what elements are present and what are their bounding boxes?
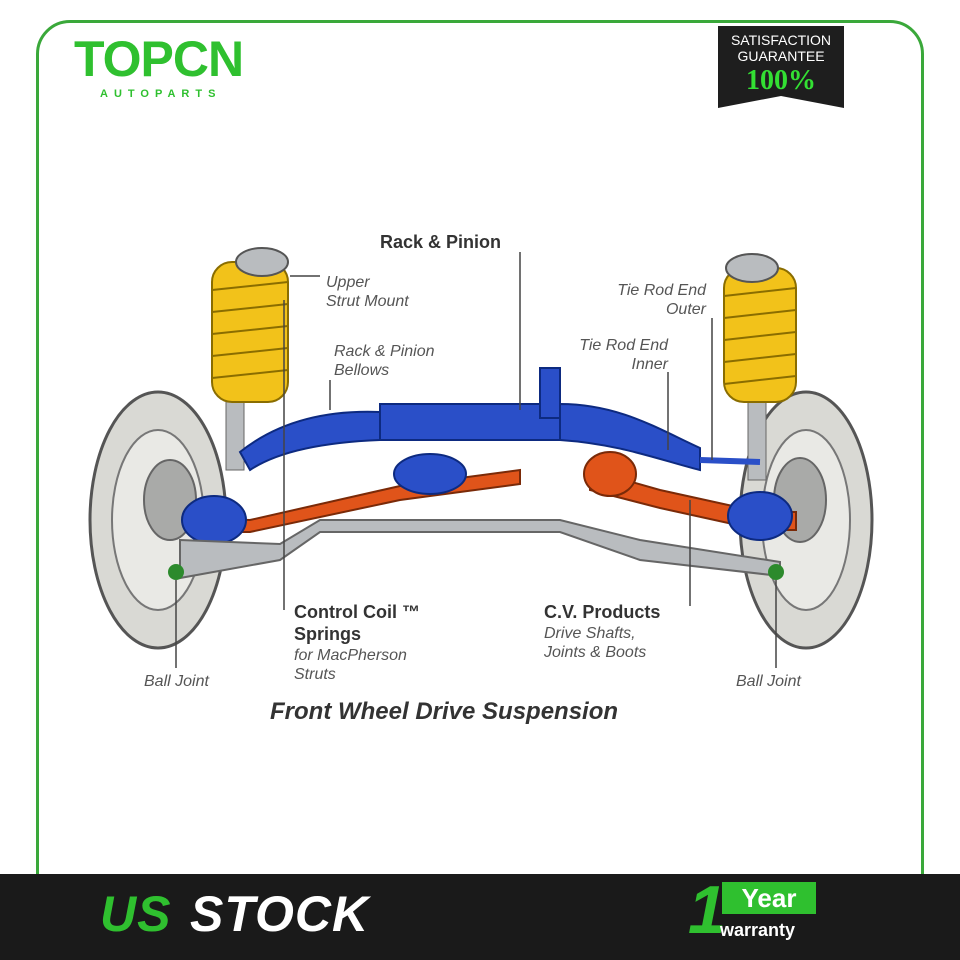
badge-percent: 100% — [746, 65, 816, 96]
label-ball-joint-left: Ball Joint — [144, 673, 209, 690]
brand-logo: TOPCN AUTOPARTS — [74, 34, 264, 104]
badge-line-1: SATISFACTION — [730, 32, 832, 48]
label-tie-outer-2: Outer — [665, 301, 706, 318]
warranty-number: 1 — [688, 872, 726, 948]
footer-us-text: US — [100, 886, 172, 942]
label-upper-strut-2: Strut Mount — [326, 293, 409, 310]
logo-subtitle: AUTOPARTS — [100, 88, 222, 100]
diagram-title: Front Wheel Drive Suspension — [270, 698, 619, 725]
label-coil-1: Control Coil ™ — [294, 602, 420, 622]
label-coil-4: Struts — [294, 666, 336, 683]
badge-line-2: GUARANTEE — [737, 48, 825, 64]
label-coil-3: for MacPherson — [294, 647, 407, 664]
label-tie-outer-1: Tie Rod End — [617, 282, 706, 299]
footer-stock-text: STOCK — [190, 886, 370, 942]
rack-and-pinion — [238, 367, 761, 472]
badge-ribbon-shape — [718, 26, 844, 108]
warranty-label: warranty — [720, 920, 796, 940]
label-cv-2: Drive Shafts, — [544, 625, 636, 642]
leader-lines — [175, 252, 777, 668]
label-ball-joint-right: Ball Joint — [736, 673, 801, 690]
label-coil-2: Springs — [294, 624, 362, 644]
drive-shafts — [181, 451, 797, 545]
label-upper-strut-1: Upper — [326, 274, 370, 291]
left-tire — [88, 390, 228, 650]
satisfaction-badge: SATISFACTION GUARANTEE 100% — [718, 26, 844, 108]
label-tie-inner-1: Tie Rod End — [579, 337, 668, 354]
label-cv-1: C.V. Products — [544, 602, 661, 622]
logo-wordmark: TOPCN — [74, 31, 244, 87]
label-bellows-1: Rack & Pinion — [334, 343, 435, 360]
label-rack-pinion: Rack & Pinion — [380, 232, 502, 252]
warranty-year: Year — [722, 882, 816, 914]
label-cv-3: Joints & Boots — [544, 644, 647, 661]
label-bellows-2: Bellows — [334, 362, 390, 379]
right-strut — [723, 253, 797, 481]
control-arms — [168, 519, 784, 580]
label-tie-inner-2: Inner — [631, 356, 668, 373]
warranty-badge: 1 Year warranty — [688, 872, 828, 948]
